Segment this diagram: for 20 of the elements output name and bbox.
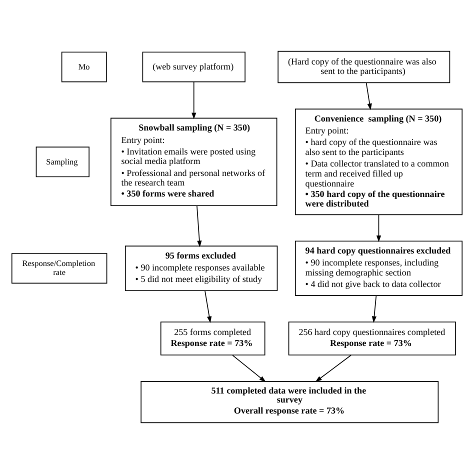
arrow [366,82,372,110]
node-box: 95 forms excluded • 90 incomplete responses available • 5 did not meet eligibility of study [124,246,278,292]
arrow [232,354,266,382]
arrow [315,354,352,382]
node-box: Sampling [36,146,90,178]
node-box: Snowball sampling (N = 350) Entry point: • Invitation emails were posted using social media platform • Professional and personal networks of the research team • 350 forms were shared [110,118,278,206]
node-box: Response/Completion rate [11,253,108,284]
arrow [192,82,196,120]
node-box: 256 hard copy questionnaires completed Response rate = 73% [288,322,456,356]
node-box: 255 forms completed Response rate = 73% [160,322,266,356]
arrow [204,290,212,324]
node-box: (web survey platform) [142,52,246,82]
arrow [372,295,377,323]
arrow [376,214,382,242]
node-box: 511 completed data were included in the survey Overall response rate = 73% [140,381,439,424]
node-box: Mo [61,52,107,82]
node-box: 94 hard copy questionnaires excluded • 90 incomplete responses, including missing demographic section • 4 did not give back to data collector [294,240,463,296]
arrow [196,205,202,248]
node-box: (Hard copy of the questionnaire was also sent to the participants) [278,50,450,84]
node-box: Convenience sampling (N = 350) Entry point: • hard copy of the questionnaire was also sent to the participants • Data collector translated to a common term and received filled up questionnaire • 350 hard copy of the questionnaire were distributed [294,108,463,216]
